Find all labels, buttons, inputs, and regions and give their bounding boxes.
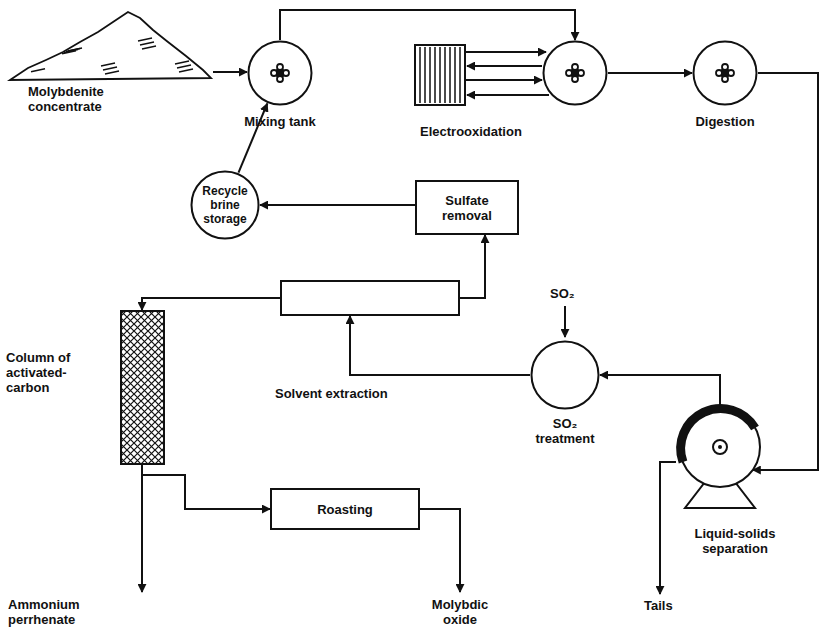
agitator-symbol: [716, 64, 734, 82]
flow-arrow: [460, 235, 485, 298]
filter-cake: [681, 409, 755, 462]
flow-arrow: [608, 72, 692, 74]
tank-outline: [532, 342, 599, 409]
node-label: Roasting: [270, 488, 420, 530]
electrolytic-cell: [415, 45, 465, 105]
tank-outline: [694, 42, 757, 105]
flow-arrow: [753, 73, 818, 470]
electrooxidation-tank: Electrooxidation: [542, 40, 608, 106]
label-run: Roasting: [317, 502, 373, 517]
waste-label: Tails: [644, 598, 673, 613]
tank-outline: [544, 42, 607, 105]
tank-outline: [249, 42, 312, 105]
box-outline: [416, 181, 518, 234]
flow-arrow: [239, 104, 268, 173]
flow-arrow: [260, 204, 415, 206]
label-run: Sulfate removal: [421, 193, 513, 223]
drum-axle: [713, 440, 727, 454]
node-label: Mixing tank: [237, 114, 323, 129]
pile-outline: [10, 12, 211, 80]
flow-arrow: [213, 71, 247, 73]
digestion-tank: Digestion: [692, 40, 758, 106]
node-label: Sulfate removal: [415, 180, 519, 235]
digestion-tank-outline: [692, 40, 758, 106]
mixing-tank: Mixing tank: [247, 40, 313, 106]
node-label: Liquid-solids separation: [675, 526, 795, 556]
mixing-tank-outline: [247, 40, 313, 106]
flow-arrow: [280, 10, 575, 40]
process-box: Sulfate removal: [415, 180, 519, 235]
flow-arrow: [142, 298, 280, 310]
node-label: Column of activated-carbon: [6, 350, 98, 395]
label-run: Recycle brine storage: [194, 184, 256, 226]
storage-tank: Recycle brine storage: [190, 170, 260, 240]
treatment-tank: SO₂ treatment: [530, 340, 600, 410]
product-label: Molybdic oxide: [414, 597, 506, 627]
process-box: Roasting: [270, 488, 420, 530]
flow-arrow: [600, 375, 720, 407]
node-label: Solvent extraction: [275, 386, 388, 401]
process-box: Solvent extraction: [280, 280, 460, 316]
node-label: Electrooxidation: [420, 124, 522, 139]
node-label: Molybdenite concentrate: [28, 84, 128, 114]
node-label: SO₂ treatment: [530, 416, 600, 446]
product-label: Ammonium perrhenate: [8, 597, 98, 627]
box-outline: [281, 281, 459, 315]
tank-outline: [192, 172, 259, 239]
carbon-column: Column of activated-carbon: [120, 310, 165, 465]
column-outline: [121, 311, 164, 464]
process-box-outline: [280, 280, 460, 316]
node-label: Digestion: [680, 114, 770, 129]
agitator-symbol: [566, 64, 584, 82]
cell-flow-arrows: [465, 52, 549, 95]
node-label: Recycle brine storage: [190, 170, 260, 240]
pile-texture: [31, 38, 193, 74]
gas-input-label: SO₂: [550, 286, 575, 301]
box-outline: [271, 489, 419, 529]
drum-filter-outline: [675, 402, 767, 510]
output-arrows: [142, 306, 676, 594]
drum-hub: [718, 445, 722, 449]
treatment-tank-outline: [530, 340, 600, 410]
agitator-symbol: [271, 64, 289, 82]
ore-pile: Molybdenite concentrate: [8, 8, 213, 118]
electrooxidation-tank-outline: [542, 40, 608, 106]
flow-arrow: [350, 316, 530, 375]
flow-arrow: [142, 465, 270, 509]
drum-outline: [680, 407, 760, 487]
carbon-column-outline: [120, 310, 165, 465]
drum-filter: Liquid-solids separation: [675, 402, 767, 510]
